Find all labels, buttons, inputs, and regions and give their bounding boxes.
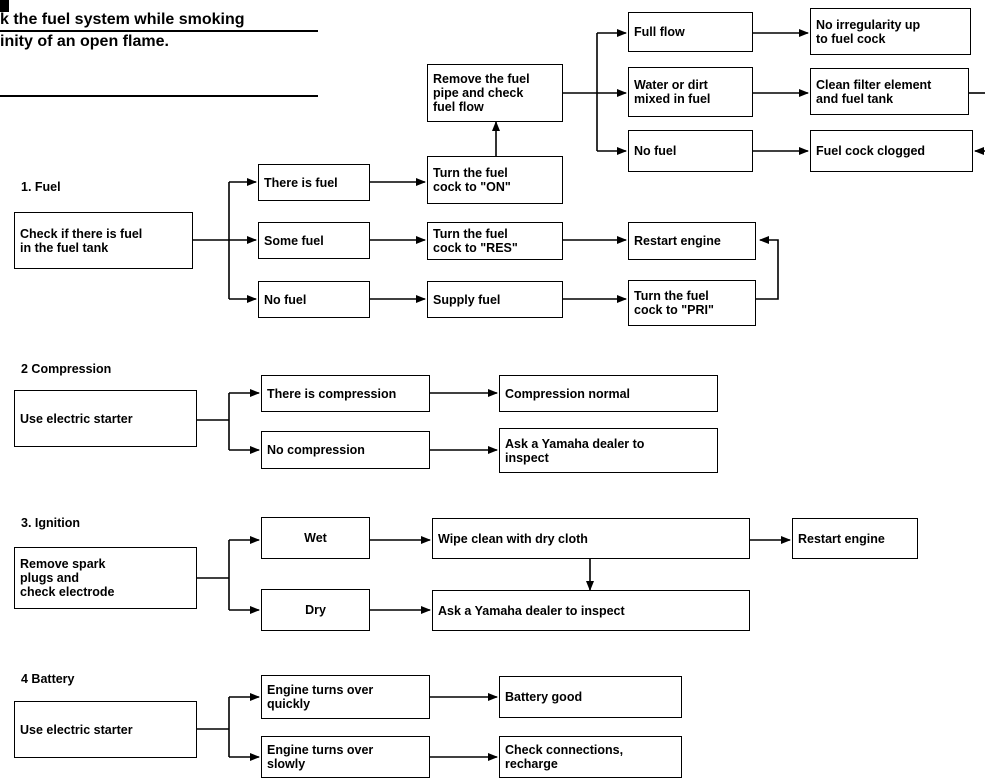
ignition-check-box: Remove spark plugs and check electrode bbox=[14, 547, 197, 609]
there-is-compression-box: There is compression bbox=[261, 375, 430, 412]
check-connections-box: Check connections, recharge bbox=[499, 736, 682, 778]
turns-slowly-box: Engine turns over slowly bbox=[261, 736, 430, 778]
turns-quickly-box: Engine turns over quickly bbox=[261, 675, 430, 719]
no-irregularity-box: No irregularity up to fuel cock bbox=[810, 8, 971, 55]
full-flow-box: Full flow bbox=[628, 12, 753, 52]
turn-cock-on-box: Turn the fuel cock to "ON" bbox=[427, 156, 563, 204]
fuel-section-title: 1. Fuel bbox=[21, 180, 61, 194]
remove-fuel-pipe-box: Remove the fuel pipe and check fuel flow bbox=[427, 64, 563, 122]
some-fuel-box: Some fuel bbox=[258, 222, 370, 259]
water-dirt-box: Water or dirt mixed in fuel bbox=[628, 67, 753, 117]
compression-start-box: Use electric starter bbox=[14, 390, 197, 447]
ignition-dealer-box: Ask a Yamaha dealer to inspect bbox=[432, 590, 750, 631]
compression-dealer-box: Ask a Yamaha dealer to inspect bbox=[499, 428, 718, 473]
no-fuel-box: No fuel bbox=[258, 281, 370, 318]
fuel-cock-clogged-box: Fuel cock clogged bbox=[810, 130, 973, 172]
supply-fuel-box: Supply fuel bbox=[427, 281, 563, 318]
compression-section-title: 2 Compression bbox=[21, 362, 112, 376]
turn-cock-pri-box: Turn the fuel cock to "PRI" bbox=[628, 280, 756, 326]
ignition-restart-box: Restart engine bbox=[792, 518, 918, 559]
wet-box: Wet bbox=[261, 517, 370, 559]
dry-box: Dry bbox=[261, 589, 370, 631]
warning-bottom-rule bbox=[0, 95, 318, 97]
no-fuel-flow-box: No fuel bbox=[628, 130, 753, 172]
warning-banner: k the fuel system while smoking inity of… bbox=[0, 0, 330, 100]
turn-cock-res-box: Turn the fuel cock to "RES" bbox=[427, 222, 563, 260]
battery-good-box: Battery good bbox=[499, 676, 682, 718]
there-is-fuel-box: There is fuel bbox=[258, 164, 370, 201]
restart-engine-fuel-box: Restart engine bbox=[628, 222, 756, 260]
compression-normal-box: Compression normal bbox=[499, 375, 718, 412]
fuel-check-box: Check if there is fuel in the fuel tank bbox=[14, 212, 193, 269]
warning-mark bbox=[0, 0, 9, 12]
battery-section-title: 4 Battery bbox=[21, 672, 75, 686]
battery-start-box: Use electric starter bbox=[14, 701, 197, 758]
no-compression-box: No compression bbox=[261, 431, 430, 469]
ignition-section-title: 3. Ignition bbox=[21, 516, 81, 530]
wipe-clean-box: Wipe clean with dry cloth bbox=[432, 518, 750, 559]
warning-top-rule bbox=[0, 30, 318, 32]
warning-line-2: inity of an open flame. bbox=[0, 33, 169, 50]
clean-filter-box: Clean filter element and fuel tank bbox=[810, 68, 969, 115]
warning-line-1: k the fuel system while smoking bbox=[0, 11, 245, 28]
